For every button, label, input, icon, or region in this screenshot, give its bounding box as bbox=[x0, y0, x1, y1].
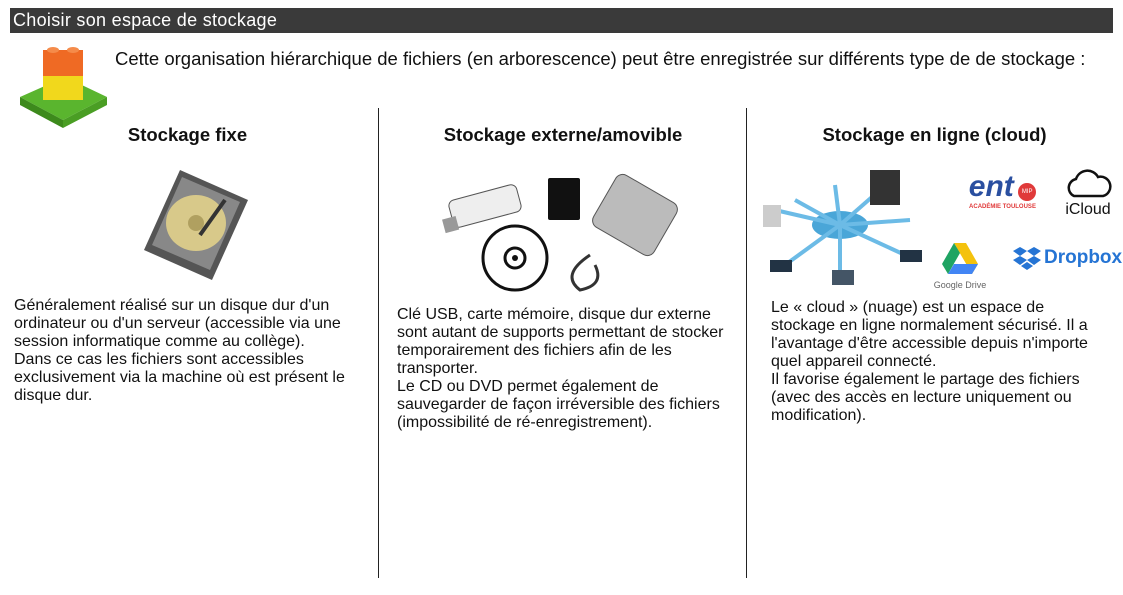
column-text: Généralement réalisé sur un disque dur d… bbox=[14, 297, 364, 405]
icloud-label: iCloud bbox=[1065, 201, 1111, 218]
column-fixed-storage: Stockage fixe bbox=[10, 124, 365, 154]
ent-subtitle: ACADÉMIE TOULOUSE bbox=[969, 204, 1036, 210]
lego-blocks-icon bbox=[20, 47, 107, 128]
column-divider bbox=[378, 108, 379, 578]
ent-logo: ent MIP ACADÉMIE TOULOUSE bbox=[945, 170, 1060, 210]
column-text: Le « cloud » (nuage) est un espace de st… bbox=[771, 299, 1109, 425]
cloud-icon bbox=[1067, 169, 1112, 198]
removable-media-icons bbox=[442, 173, 678, 292]
ent-badge: MIP bbox=[1018, 182, 1037, 201]
paragraph: Clé USB, carte mémoire, disque dur exter… bbox=[397, 306, 724, 377]
dropbox-label: Dropbox bbox=[1044, 247, 1123, 268]
intro-text: Cette organisation hiérarchique de fichi… bbox=[115, 48, 1086, 69]
paragraph: Dans ce cas les fichiers sont accessible… bbox=[14, 351, 345, 404]
column-heading: Stockage en ligne (cloud) bbox=[822, 124, 1047, 145]
column-heading: Stockage fixe bbox=[127, 124, 248, 145]
column-removable-storage: Stockage externe/amovible bbox=[383, 124, 743, 154]
paragraph: Il favorise également le partage des fic… bbox=[771, 371, 1080, 424]
dropbox-logo: Dropbox bbox=[1013, 246, 1122, 270]
section-title: Choisir son espace de stockage bbox=[10, 8, 1113, 33]
google-drive-label: Google Drive bbox=[933, 280, 987, 290]
google-drive-logo: Google Drive bbox=[925, 243, 995, 290]
google-drive-icon bbox=[942, 243, 978, 274]
cloud-network-icon bbox=[763, 170, 922, 285]
hard-disk-icon bbox=[144, 170, 248, 280]
column-text: Clé USB, carte mémoire, disque dur exter… bbox=[397, 306, 730, 432]
column-cloud-storage: Stockage en ligne (cloud) bbox=[752, 124, 1117, 154]
column-divider bbox=[746, 108, 747, 578]
dropbox-icon bbox=[1013, 247, 1041, 270]
cd-icon bbox=[481, 224, 549, 292]
paragraph: Généralement réalisé sur un disque dur d… bbox=[14, 297, 341, 350]
column-heading: Stockage externe/amovible bbox=[443, 124, 683, 145]
paragraph: Le CD ou DVD permet également de sauvega… bbox=[397, 378, 720, 431]
usb-key-icon bbox=[442, 184, 522, 234]
paragraph: Le « cloud » (nuage) est un espace de st… bbox=[771, 299, 1088, 370]
ent-logo-text: ent bbox=[968, 170, 1014, 203]
icloud-logo: iCloud bbox=[1064, 168, 1112, 219]
memory-card-icon bbox=[548, 178, 580, 220]
external-drive-icon bbox=[570, 173, 678, 292]
